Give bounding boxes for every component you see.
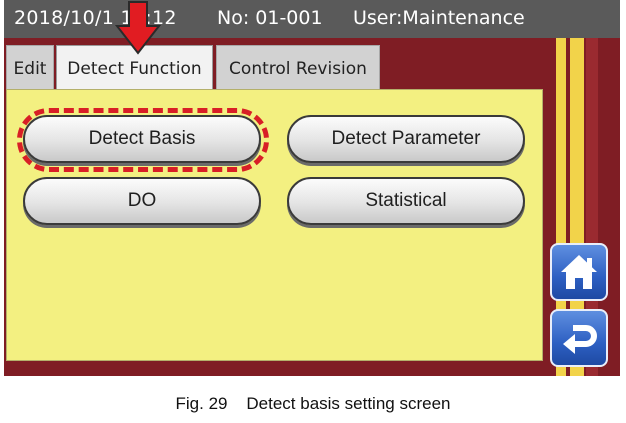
figure-caption: Fig. 29 Detect basis setting screen xyxy=(175,394,451,413)
tab-detect-function[interactable]: Detect Function xyxy=(56,45,213,91)
highlight-ring xyxy=(17,108,269,172)
hmi-screen: 2018/10/1 12:12 No: 01-001 User:Maintena… xyxy=(4,0,620,376)
home-icon xyxy=(561,255,597,289)
status-number: No: 01-001 xyxy=(217,7,323,29)
tab-panel: Detect Basis Detect Parameter DO Statist… xyxy=(6,89,543,361)
back-button[interactable] xyxy=(550,309,608,367)
status-bar: 2018/10/1 12:12 No: 01-001 User:Maintena… xyxy=(4,0,620,38)
home-button[interactable] xyxy=(550,243,608,301)
tab-edit[interactable]: Edit xyxy=(6,45,54,89)
statistical-button[interactable]: Statistical xyxy=(287,177,525,225)
status-user: User:Maintenance xyxy=(353,7,525,29)
detect-parameter-button[interactable]: Detect Parameter xyxy=(287,115,525,163)
return-arrow-icon xyxy=(563,325,597,354)
detect-basis-button[interactable]: Detect Basis xyxy=(23,115,261,163)
pointer-arrow-icon xyxy=(114,1,162,55)
decorative-stripe xyxy=(556,38,566,376)
tab-control-revision[interactable]: Control Revision xyxy=(216,45,380,89)
do-button[interactable]: DO xyxy=(23,177,261,225)
